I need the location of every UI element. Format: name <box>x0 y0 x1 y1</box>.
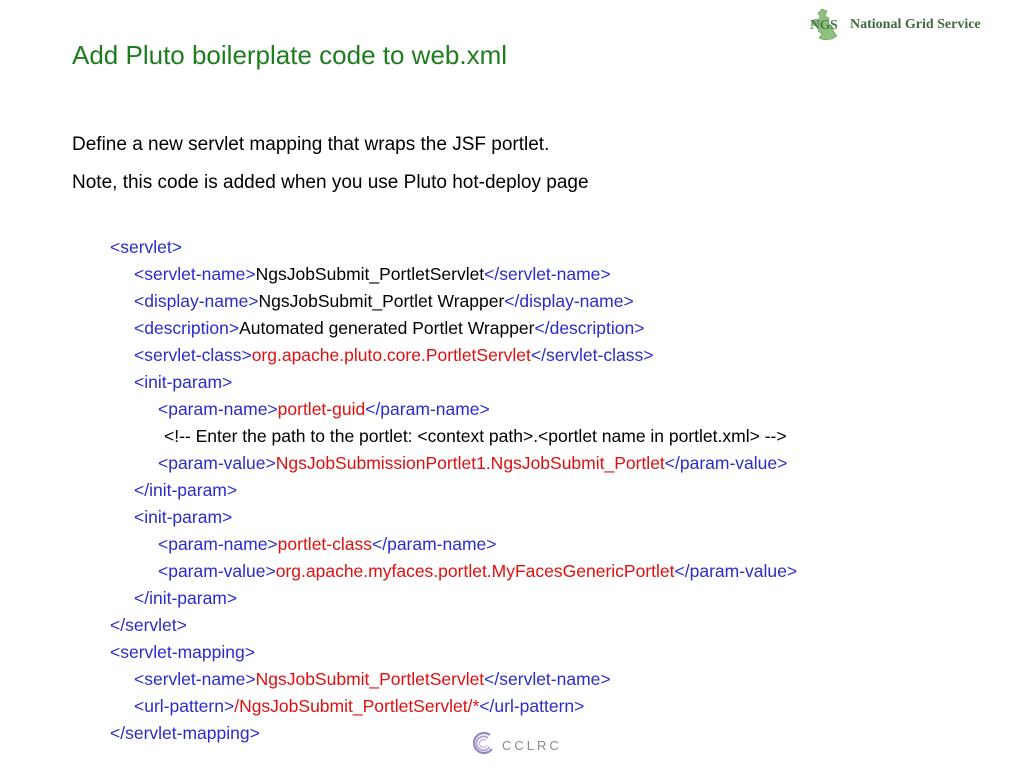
code-line: <servlet-class>org.apache.pluto.core.Por… <box>110 342 797 369</box>
code-line: <servlet-mapping> <box>110 639 797 666</box>
xml-tag: <param-name> <box>158 534 278 554</box>
xml-value: NgsJobSubmit_Portlet Wrapper <box>258 291 505 311</box>
code-line: </servlet-mapping> <box>110 720 797 747</box>
code-line: <servlet> <box>110 234 797 261</box>
code-line: <display-name>NgsJobSubmit_Portlet Wrapp… <box>110 288 797 315</box>
xml-tag: </param-name> <box>365 399 490 419</box>
xml-tag: <servlet-mapping> <box>110 642 255 662</box>
xml-tag: </url-pattern> <box>479 696 585 716</box>
ngs-logo: NGS National Grid Service <box>810 8 981 42</box>
xml-tag: <param-value> <box>158 453 276 473</box>
xml-tag: <url-pattern> <box>134 696 235 716</box>
code-block: <servlet> <servlet-name>NgsJobSubmit_Por… <box>110 234 797 747</box>
code-line: </servlet> <box>110 612 797 639</box>
code-line: <servlet-name>NgsJobSubmit_PortletServle… <box>110 261 797 288</box>
code-line: </init-param> <box>110 477 797 504</box>
note-paragraph: Note, this code is added when you use Pl… <box>72 172 589 193</box>
xml-value: portlet-class <box>277 534 372 554</box>
cclrc-logo-text: CCLRC <box>502 738 562 753</box>
xml-tag: </servlet-name> <box>484 669 611 689</box>
code-line: <param-name>portlet-guid</param-name> <box>110 396 797 423</box>
xml-tag: </display-name> <box>504 291 634 311</box>
code-line: <param-value>org.apache.myfaces.portlet.… <box>110 558 797 585</box>
cclrc-swirl-logo-icon <box>470 730 496 761</box>
xml-comment: <!-- Enter the path to the portlet: <con… <box>164 426 787 446</box>
code-line: <servlet-name>NgsJobSubmit_PortletServle… <box>110 666 797 693</box>
code-line: <description>Automated generated Portlet… <box>110 315 797 342</box>
slide-title: Add Pluto boilerplate code to web.xml <box>72 40 508 70</box>
xml-tag: <param-name> <box>158 399 278 419</box>
xml-tag: </servlet-mapping> <box>110 723 260 743</box>
xml-tag: <init-param> <box>134 507 233 527</box>
code-line: <init-param> <box>110 504 797 531</box>
xml-value: NgsJobSubmissionPortlet1.NgsJobSubmit_Po… <box>275 453 665 473</box>
xml-tag: </param-value> <box>664 453 788 473</box>
xml-tag: </servlet-class> <box>530 345 654 365</box>
xml-tag: <servlet-class> <box>134 345 252 365</box>
xml-value: NgsJobSubmit_PortletServlet <box>255 264 485 284</box>
xml-tag: </servlet> <box>110 615 187 635</box>
xml-tag: <display-name> <box>134 291 259 311</box>
xml-tag: <servlet-name> <box>134 669 256 689</box>
xml-tag: </param-value> <box>674 561 798 581</box>
xml-tag: <param-value> <box>158 561 276 581</box>
code-line: <param-name>portlet-class</param-name> <box>110 531 797 558</box>
xml-value: portlet-guid <box>277 399 366 419</box>
xml-tag: </init-param> <box>134 588 238 608</box>
xml-value: org.apache.myfaces.portlet.MyFacesGeneri… <box>275 561 675 581</box>
uk-map-logo-icon: NGS <box>810 8 840 42</box>
cclrc-logo: CCLRC <box>470 730 562 761</box>
logo-name: National Grid Service <box>850 17 981 32</box>
code-line: </init-param> <box>110 585 797 612</box>
code-line: <url-pattern>/NgsJobSubmit_PortletServle… <box>110 693 797 720</box>
logo-mark: NGS <box>810 18 838 33</box>
intro-paragraph: Define a new servlet mapping that wraps … <box>72 134 550 155</box>
xml-value: Automated generated Portlet Wrapper <box>239 318 535 338</box>
xml-tag: </param-name> <box>372 534 497 554</box>
code-line: <!-- Enter the path to the portlet: <con… <box>110 423 797 450</box>
xml-value: /NgsJobSubmit_PortletServlet/* <box>234 696 480 716</box>
code-line: <param-value>NgsJobSubmissionPortlet1.Ng… <box>110 450 797 477</box>
xml-tag: </init-param> <box>134 480 238 500</box>
xml-tag: <servlet-name> <box>134 264 256 284</box>
xml-tag: </servlet-name> <box>484 264 611 284</box>
code-line: <init-param> <box>110 369 797 396</box>
xml-value: NgsJobSubmit_PortletServlet <box>255 669 485 689</box>
xml-tag: <init-param> <box>134 372 233 392</box>
xml-value: org.apache.pluto.core.PortletServlet <box>251 345 531 365</box>
xml-tag: <servlet> <box>110 237 182 257</box>
xml-tag: </description> <box>534 318 645 338</box>
xml-tag: <description> <box>134 318 240 338</box>
